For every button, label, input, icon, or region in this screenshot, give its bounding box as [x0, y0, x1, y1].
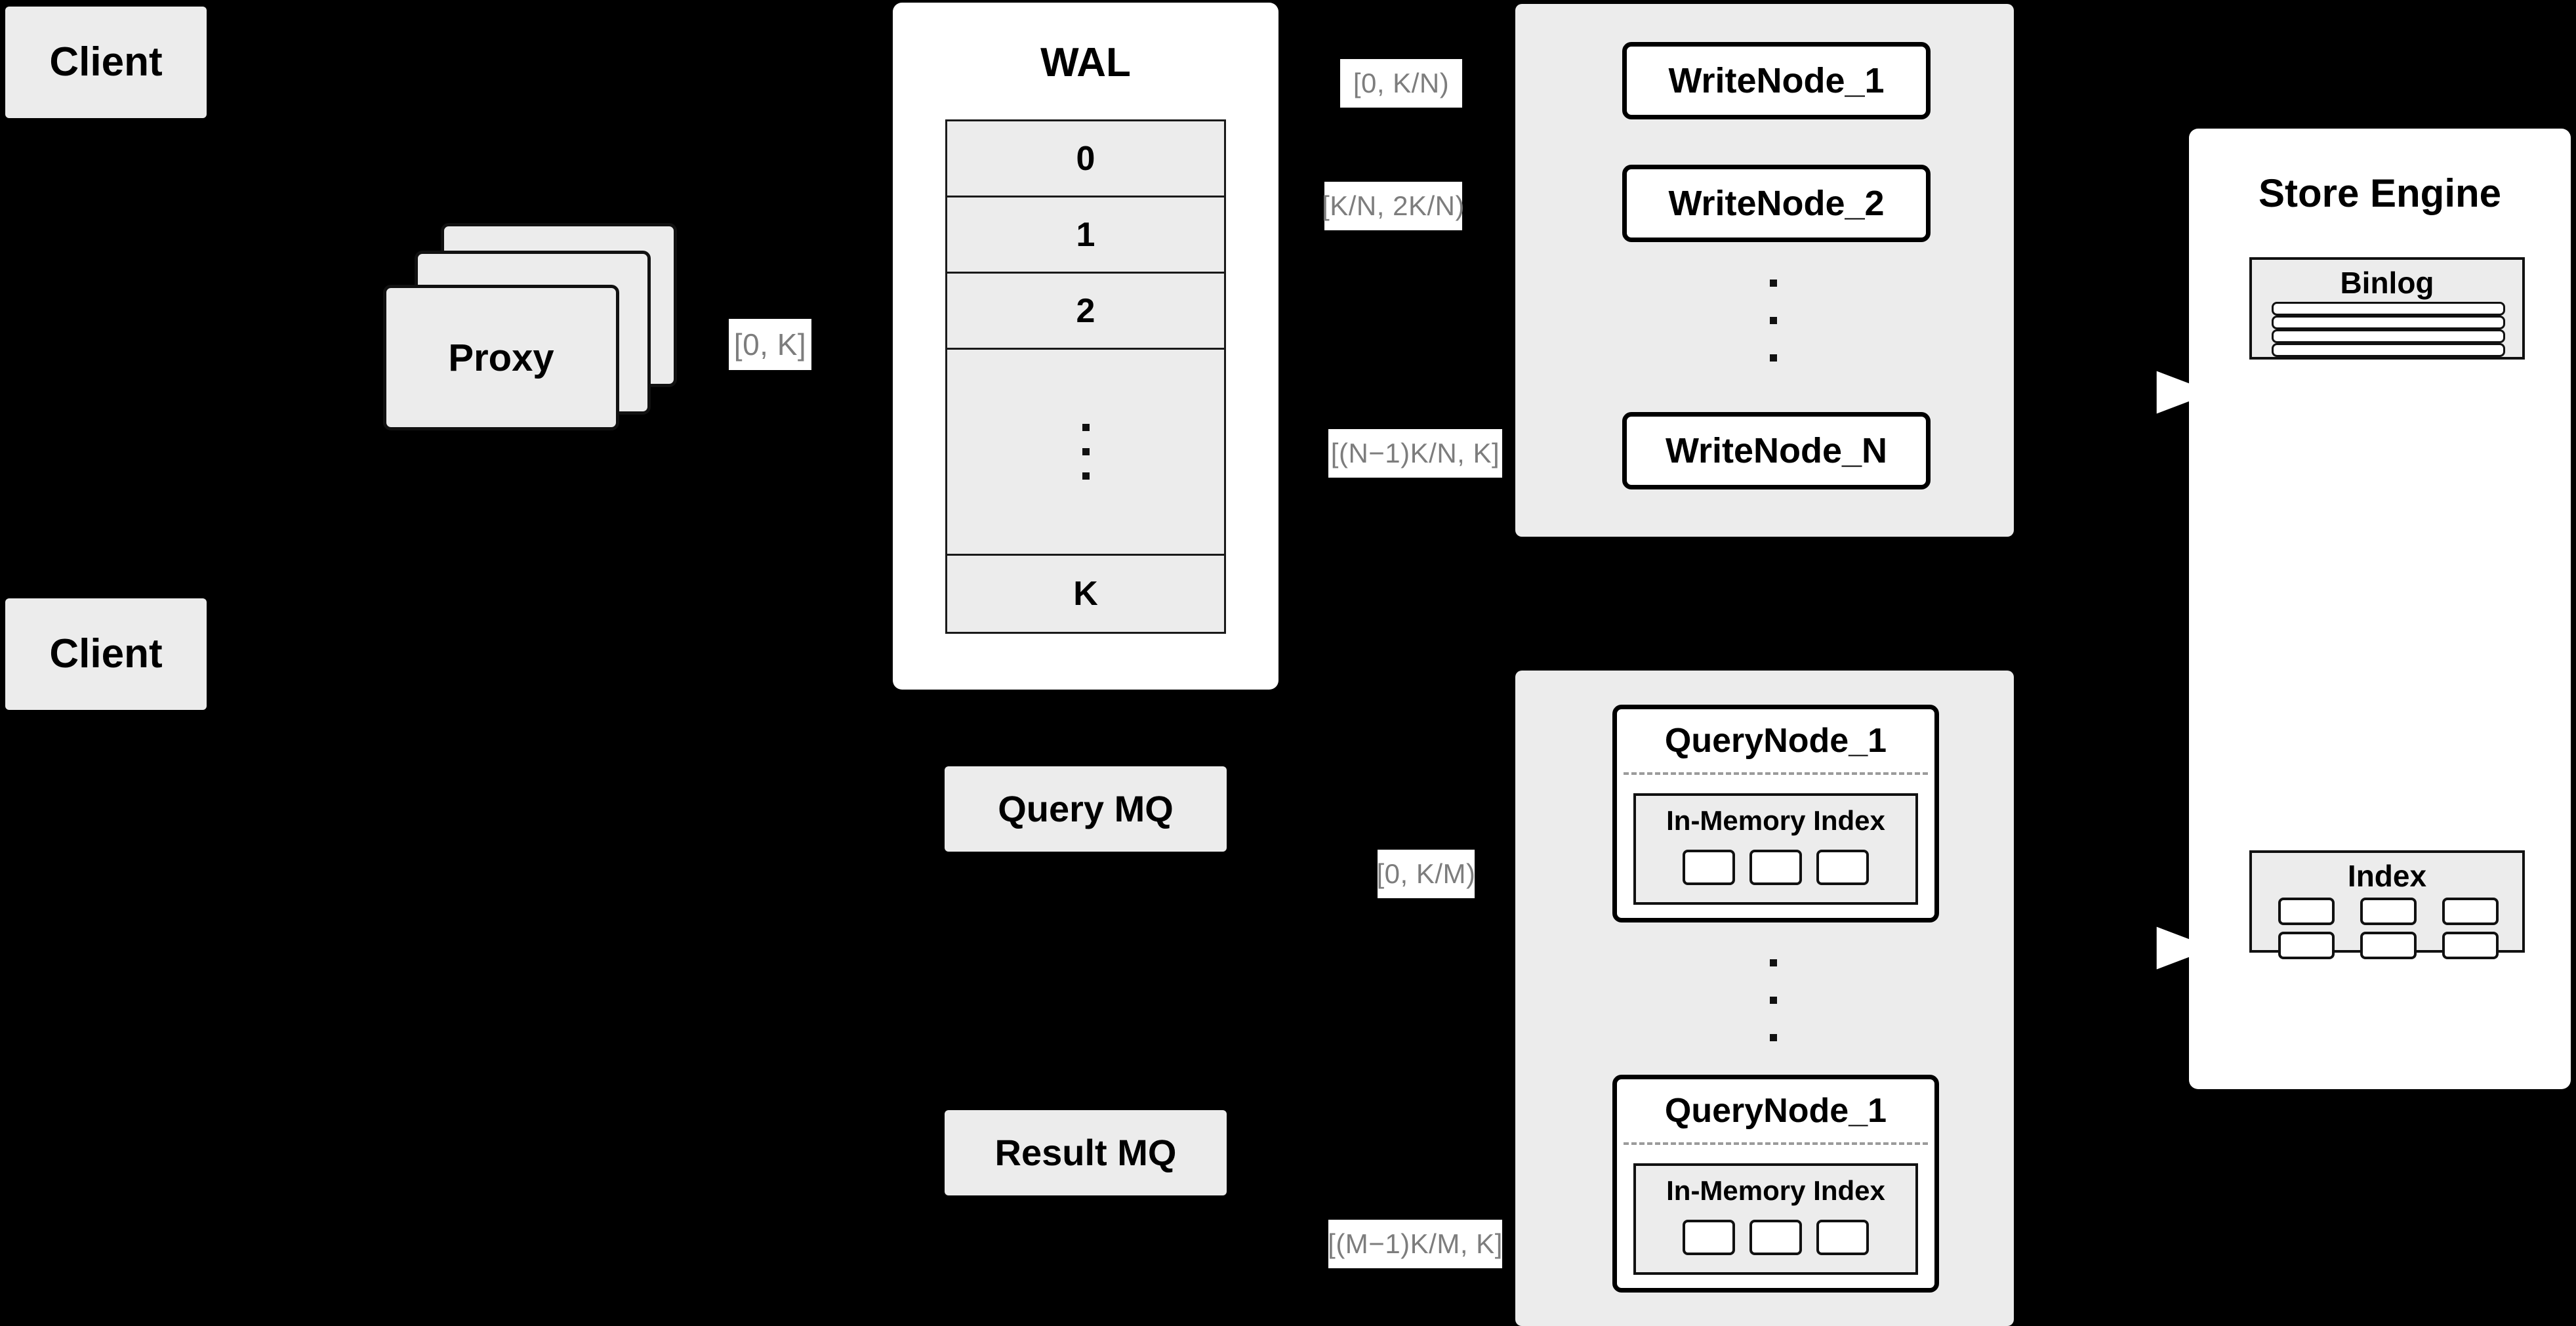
wal-slot-ellipsis	[947, 350, 1224, 556]
query-cluster-ellipsis	[1770, 959, 1777, 1041]
querynode-m-box[interactable]: QueryNode_1 In-Memory Index	[1612, 1075, 1939, 1293]
writenode-2-box[interactable]: WriteNode_2	[1622, 165, 1931, 242]
querynode-1-inmemory-index: In-Memory Index	[1633, 793, 1918, 905]
index-cell[interactable]	[1816, 1220, 1869, 1255]
binlog-section: Binlog	[2249, 257, 2525, 360]
proxy-label: Proxy	[448, 336, 554, 379]
query-mq-label: Query MQ	[998, 788, 1174, 830]
edge-label-writenode-2: [K/N, 2K/N)	[1322, 182, 1465, 230]
edge-label-querynode-1-text: [0, K/M)	[1376, 858, 1476, 889]
binlog-title: Binlog	[2340, 266, 2434, 300]
write-cluster-ellipsis	[1770, 280, 1777, 362]
index-cell[interactable]	[1749, 850, 1802, 885]
querynode-m-index-cells	[1636, 1220, 1915, 1255]
binlog-bar[interactable]	[2272, 329, 2505, 343]
client-label-2: Client	[49, 631, 163, 676]
wal-slot-1[interactable]: 1	[947, 197, 1224, 274]
store-engine-panel: Store Engine Binlog Index	[2189, 129, 2571, 1089]
writenode-1-label: WriteNode_1	[1668, 61, 1885, 100]
client-box-2[interactable]: Client	[5, 598, 207, 710]
ellipsis-dot	[1082, 448, 1090, 455]
store-index-title: Index	[2347, 859, 2427, 893]
query-cluster-panel: QueryNode_1 In-Memory Index QueryNode_1 …	[1515, 671, 2014, 1326]
edge-label-writenode-1-text: [0, K/N)	[1353, 68, 1450, 98]
store-index-cell[interactable]	[2360, 932, 2417, 959]
querynode-1-label: QueryNode_1	[1664, 722, 1887, 760]
index-cell[interactable]	[1816, 850, 1869, 885]
wal-slot-k[interactable]: K	[947, 556, 1224, 632]
wal-slot-list: 0 1 2 K	[945, 119, 1226, 634]
ellipsis-dot	[1082, 424, 1090, 431]
querynode-1-divider	[1624, 772, 1928, 775]
wal-slot-2[interactable]: 2	[947, 274, 1224, 350]
result-mq-box[interactable]: Result MQ	[945, 1110, 1227, 1195]
edge-label-writenode-2-text: [K/N, 2K/N)	[1322, 190, 1465, 221]
wal-slot-2-label: 2	[1076, 291, 1095, 330]
edge-label-querynode-1: [0, K/M)	[1376, 850, 1476, 898]
querynode-1-index-cells	[1636, 850, 1915, 885]
store-index-cells-row-2	[2278, 932, 2499, 959]
ellipsis-dot	[1770, 1034, 1777, 1041]
edge-label-querynode-m-text: [(M−1)K/M, K]	[1328, 1228, 1503, 1259]
edge-label-writenode-n: [(N−1)K/N, K]	[1328, 429, 1502, 478]
index-cell[interactable]	[1749, 1220, 1802, 1255]
querynode-1-index-title: In-Memory Index	[1666, 805, 1885, 836]
writenode-2-label: WriteNode_2	[1668, 184, 1885, 223]
edge-label-querynode-m: [(M−1)K/M, K]	[1328, 1220, 1502, 1268]
querynode-m-inmemory-index: In-Memory Index	[1633, 1163, 1918, 1275]
store-index-cells-row-1	[2278, 898, 2499, 925]
edge-label-proxy-to-wal-text: [0, K]	[733, 327, 807, 362]
store-index-cell[interactable]	[2278, 932, 2335, 959]
querynode-m-divider	[1624, 1142, 1928, 1145]
querynode-1-box[interactable]: QueryNode_1 In-Memory Index	[1612, 705, 1939, 922]
client-box-1[interactable]: Client	[5, 7, 207, 118]
wal-slot-0-label: 0	[1076, 139, 1095, 178]
store-engine-title: Store Engine	[2258, 171, 2502, 215]
write-cluster-panel: WriteNode_1 WriteNode_2 WriteNode_N	[1515, 4, 2014, 537]
querynode-m-label: QueryNode_1	[1664, 1092, 1887, 1130]
wal-slot-1-label: 1	[1076, 215, 1095, 254]
edge-label-proxy-to-wal: [0, K]	[729, 319, 811, 370]
edge-label-writenode-n-text: [(N−1)K/N, K]	[1330, 438, 1500, 468]
query-mq-box[interactable]: Query MQ	[945, 766, 1227, 852]
client-label-1: Client	[49, 39, 163, 85]
proxy-box[interactable]: Proxy	[383, 285, 619, 430]
binlog-bar[interactable]	[2272, 302, 2505, 316]
ellipsis-dot	[1082, 472, 1090, 480]
store-index-cell[interactable]	[2442, 932, 2499, 959]
ellipsis-dot	[1770, 354, 1777, 362]
store-index-cell[interactable]	[2360, 898, 2417, 925]
index-cell[interactable]	[1683, 850, 1735, 885]
wal-panel: WAL 0 1 2 K	[893, 3, 1278, 690]
querynode-m-index-title: In-Memory Index	[1666, 1175, 1885, 1206]
binlog-bar[interactable]	[2272, 343, 2505, 357]
wal-slot-0[interactable]: 0	[947, 121, 1224, 197]
wal-slot-k-label: K	[1073, 575, 1098, 613]
writenode-n-box[interactable]: WriteNode_N	[1622, 412, 1931, 489]
ellipsis-dot	[1770, 997, 1777, 1004]
writenode-n-label: WriteNode_N	[1665, 431, 1888, 470]
store-index-cell[interactable]	[2278, 898, 2335, 925]
result-mq-label: Result MQ	[994, 1132, 1177, 1174]
binlog-bar[interactable]	[2272, 316, 2505, 329]
binlog-bars	[2272, 302, 2505, 357]
ellipsis-dot	[1770, 317, 1777, 324]
store-index-cell[interactable]	[2442, 898, 2499, 925]
wal-title: WAL	[1040, 40, 1131, 85]
index-cell[interactable]	[1683, 1220, 1735, 1255]
writenode-1-box[interactable]: WriteNode_1	[1622, 42, 1931, 119]
ellipsis-dot	[1770, 959, 1777, 966]
ellipsis-dot	[1770, 280, 1777, 287]
store-index-section: Index	[2249, 850, 2525, 959]
edge-label-writenode-1: [0, K/N)	[1340, 59, 1462, 108]
